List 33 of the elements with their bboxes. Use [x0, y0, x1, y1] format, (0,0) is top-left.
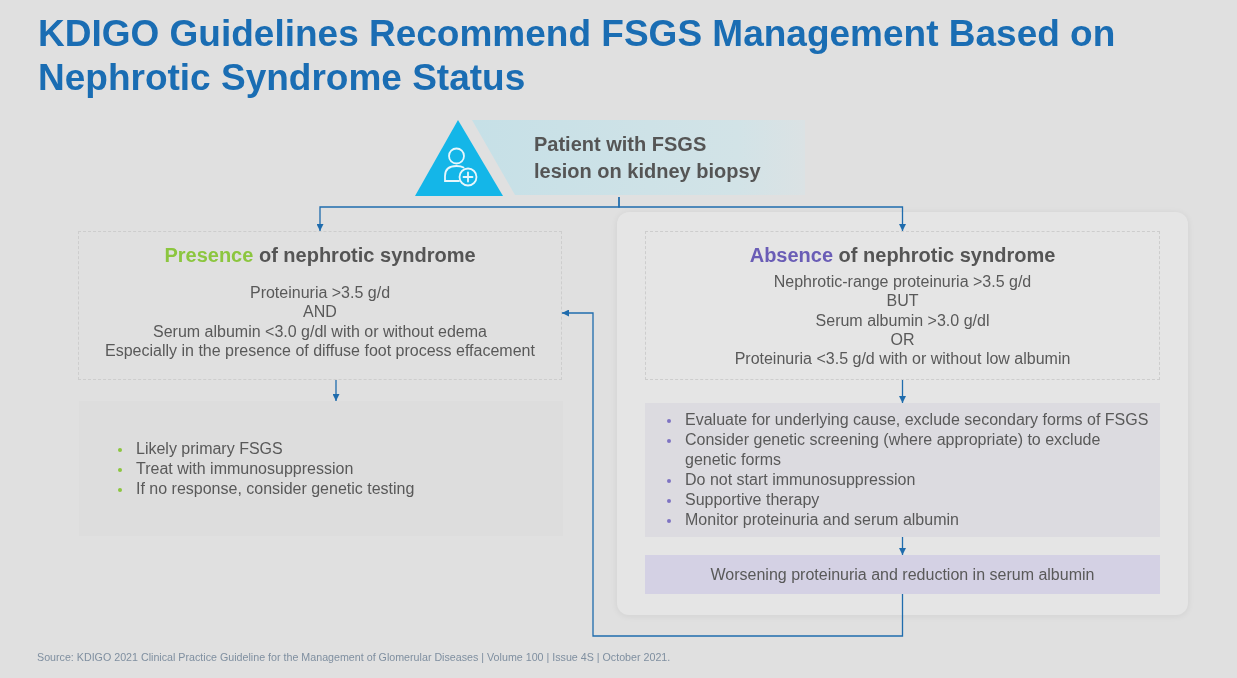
list-item-text: Supportive therapy: [685, 490, 821, 510]
criteria-text: Serum albumin >3.0 g/dl: [815, 310, 990, 330]
step-text: Worsening proteinuria and reduction in serum albumin: [710, 564, 1095, 585]
list-item-text: If no response, consider genetic testing: [136, 478, 416, 499]
arrow: [332, 379, 340, 402]
list-item-text: Treat with immunosuppression: [136, 458, 355, 479]
list-item-text: Consider genetic screening (where appropriate) to exclude genetic forms: [685, 430, 1102, 470]
criteria-text: Serum albumin <3.0 g/dl with or without edema: [153, 321, 487, 341]
criteria-box: [78, 231, 562, 380]
source-note: Source: KDIGO 2021 Clinical Practice Guideline for the Management of Glomerular Diseases | Volume 100 | Issue 4S | October 2021.: [37, 651, 671, 663]
arrow: [899, 536, 906, 556]
list-item-text: Evaluate for underlying cause, exclude secondary forms of FSGS: [685, 410, 1150, 430]
heading: Presence of nephrotic syndrome: [164, 243, 476, 267]
arrow: [899, 379, 906, 404]
criteria-box: [645, 231, 1160, 380]
panel: [617, 212, 1188, 615]
slide-title: KDIGO Guidelines Recommend FSGS Management Based on Nephrotic Syndrome Status: [38, 12, 1117, 100]
list-item-text: Do not start immunosuppression: [685, 470, 917, 490]
list-item-text: Likely primary FSGS: [136, 438, 284, 459]
criteria-text: AND: [303, 302, 337, 322]
heading: Absence of nephrotic syndrome: [749, 243, 1056, 267]
criteria-text: Especially in the presence of diffuse foot process effacement: [105, 340, 535, 361]
criteria-text: OR: [890, 329, 915, 350]
banner-text: Patient with FSGS lesion on kidney biopsy: [534, 131, 762, 184]
criteria-text: Nephrotic-range proteinuria >3.5 g/d: [773, 272, 1032, 292]
outcome-box: [645, 555, 1160, 594]
arrow: [561, 309, 904, 637]
criteria-text: BUT: [886, 291, 919, 311]
criteria-text: Proteinuria >3.5 g/d: [249, 283, 391, 303]
list-item-text: Monitor proteinuria and serum albumin: [685, 510, 960, 530]
criteria-text: Proteinuria <3.5 g/d with or without low albumin: [734, 349, 1071, 369]
recommendation-box: [645, 403, 1160, 537]
arrow: [618, 196, 906, 232]
